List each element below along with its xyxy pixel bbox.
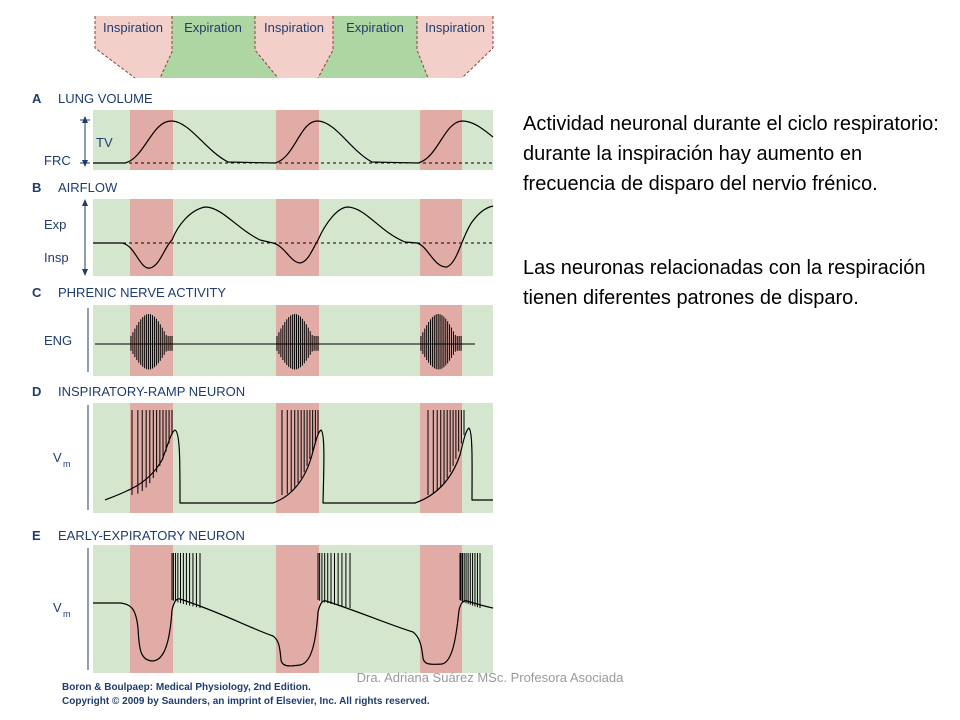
phase-expiration-1 xyxy=(160,16,278,78)
phase-border-5 xyxy=(416,16,429,79)
credit-line-1: Boron & Boulpaep: Medical Physiology, 2n… xyxy=(62,682,311,693)
phase-expiration-2 xyxy=(318,16,428,78)
panel-a-title: LUNG VOLUME xyxy=(58,91,153,106)
panel-c-label-eng: ENG xyxy=(44,333,72,348)
band-b-1 xyxy=(130,199,173,276)
phase-label-2: Expiration xyxy=(184,20,242,35)
phase-inspiration-1 xyxy=(95,16,172,78)
panel-a-arrowhead-down xyxy=(82,160,88,167)
panel-b-label-insp: Insp xyxy=(44,250,69,265)
panel-c-letter: C xyxy=(32,285,42,300)
band-d-2 xyxy=(276,403,319,513)
panel-a-arrowhead-up xyxy=(82,116,88,123)
description-paragraph-2: Las neuronas relacionadas con la respira… xyxy=(523,257,926,309)
band-b-2 xyxy=(276,199,319,276)
airflow-trace xyxy=(93,205,494,269)
band-e-2 xyxy=(276,545,319,673)
phase-border-1 xyxy=(94,16,136,79)
panel-b-arrowhead-up xyxy=(82,199,88,206)
phase-label-5: Inspiration xyxy=(425,20,485,35)
panel-d-label-m: m xyxy=(63,459,71,469)
panel-e-title: EARLY-EXPIRATORY NEURON xyxy=(58,528,245,543)
panel-a-label-frc: FRC xyxy=(44,153,71,168)
phase-border-4 xyxy=(317,16,334,79)
description-paragraph-1: Actividad neuronal durante el ciclo resp… xyxy=(523,113,939,195)
panel-e-label-v: V xyxy=(53,600,62,615)
phase-border-2 xyxy=(159,16,173,79)
band-e-3 xyxy=(420,545,462,673)
respiratory-cycle-figure: Inspiration Expiration Inspiration Expir… xyxy=(32,16,494,707)
panel-b-letter: B xyxy=(32,180,41,195)
inspiratory-spike-group xyxy=(131,410,465,495)
band-a-1 xyxy=(130,110,173,170)
phase-inspiration-3 xyxy=(417,16,493,78)
phase-border-6 xyxy=(461,16,494,79)
phrenic-burst-group xyxy=(130,314,462,370)
panel-d-title: INSPIRATORY-RAMP NEURON xyxy=(58,384,245,399)
phase-inspiration-2 xyxy=(255,16,333,78)
inspiration-bands xyxy=(130,110,462,673)
panel-e-letter: E xyxy=(32,528,41,543)
credit-line-2: Copyright © 2009 by Saunders, an imprint… xyxy=(62,696,430,707)
slide-footer: Dra. Adriana Suárez MSc. Profesora Asoci… xyxy=(356,670,624,685)
panel-b-arrowhead-down xyxy=(82,269,88,276)
band-b-3 xyxy=(420,199,462,276)
phase-label-4: Expiration xyxy=(346,20,404,35)
panel-a-letter: A xyxy=(32,91,42,106)
lung-volume-trace xyxy=(93,120,494,164)
phase-label-1: Inspiration xyxy=(103,20,163,35)
panel-b-title: AIRFLOW xyxy=(58,180,118,195)
phase-border-3 xyxy=(254,16,279,79)
inspiratory-ramp-trace xyxy=(104,427,493,504)
expiratory-spike-group xyxy=(171,553,481,608)
panel-c-title: PHRENIC NERVE ACTIVITY xyxy=(58,285,226,300)
panel-e-label-m: m xyxy=(63,609,71,619)
panel-b-label-exp: Exp xyxy=(44,217,66,232)
phase-bar: Inspiration Expiration Inspiration Expir… xyxy=(94,16,494,79)
early-expiratory-trace xyxy=(93,598,494,667)
phase-label-3: Inspiration xyxy=(264,20,324,35)
panel-d-label-v: V xyxy=(53,450,62,465)
panel-a-label-tv: TV xyxy=(96,135,113,150)
band-e-1 xyxy=(130,545,173,673)
panel-d-letter: D xyxy=(32,384,41,399)
